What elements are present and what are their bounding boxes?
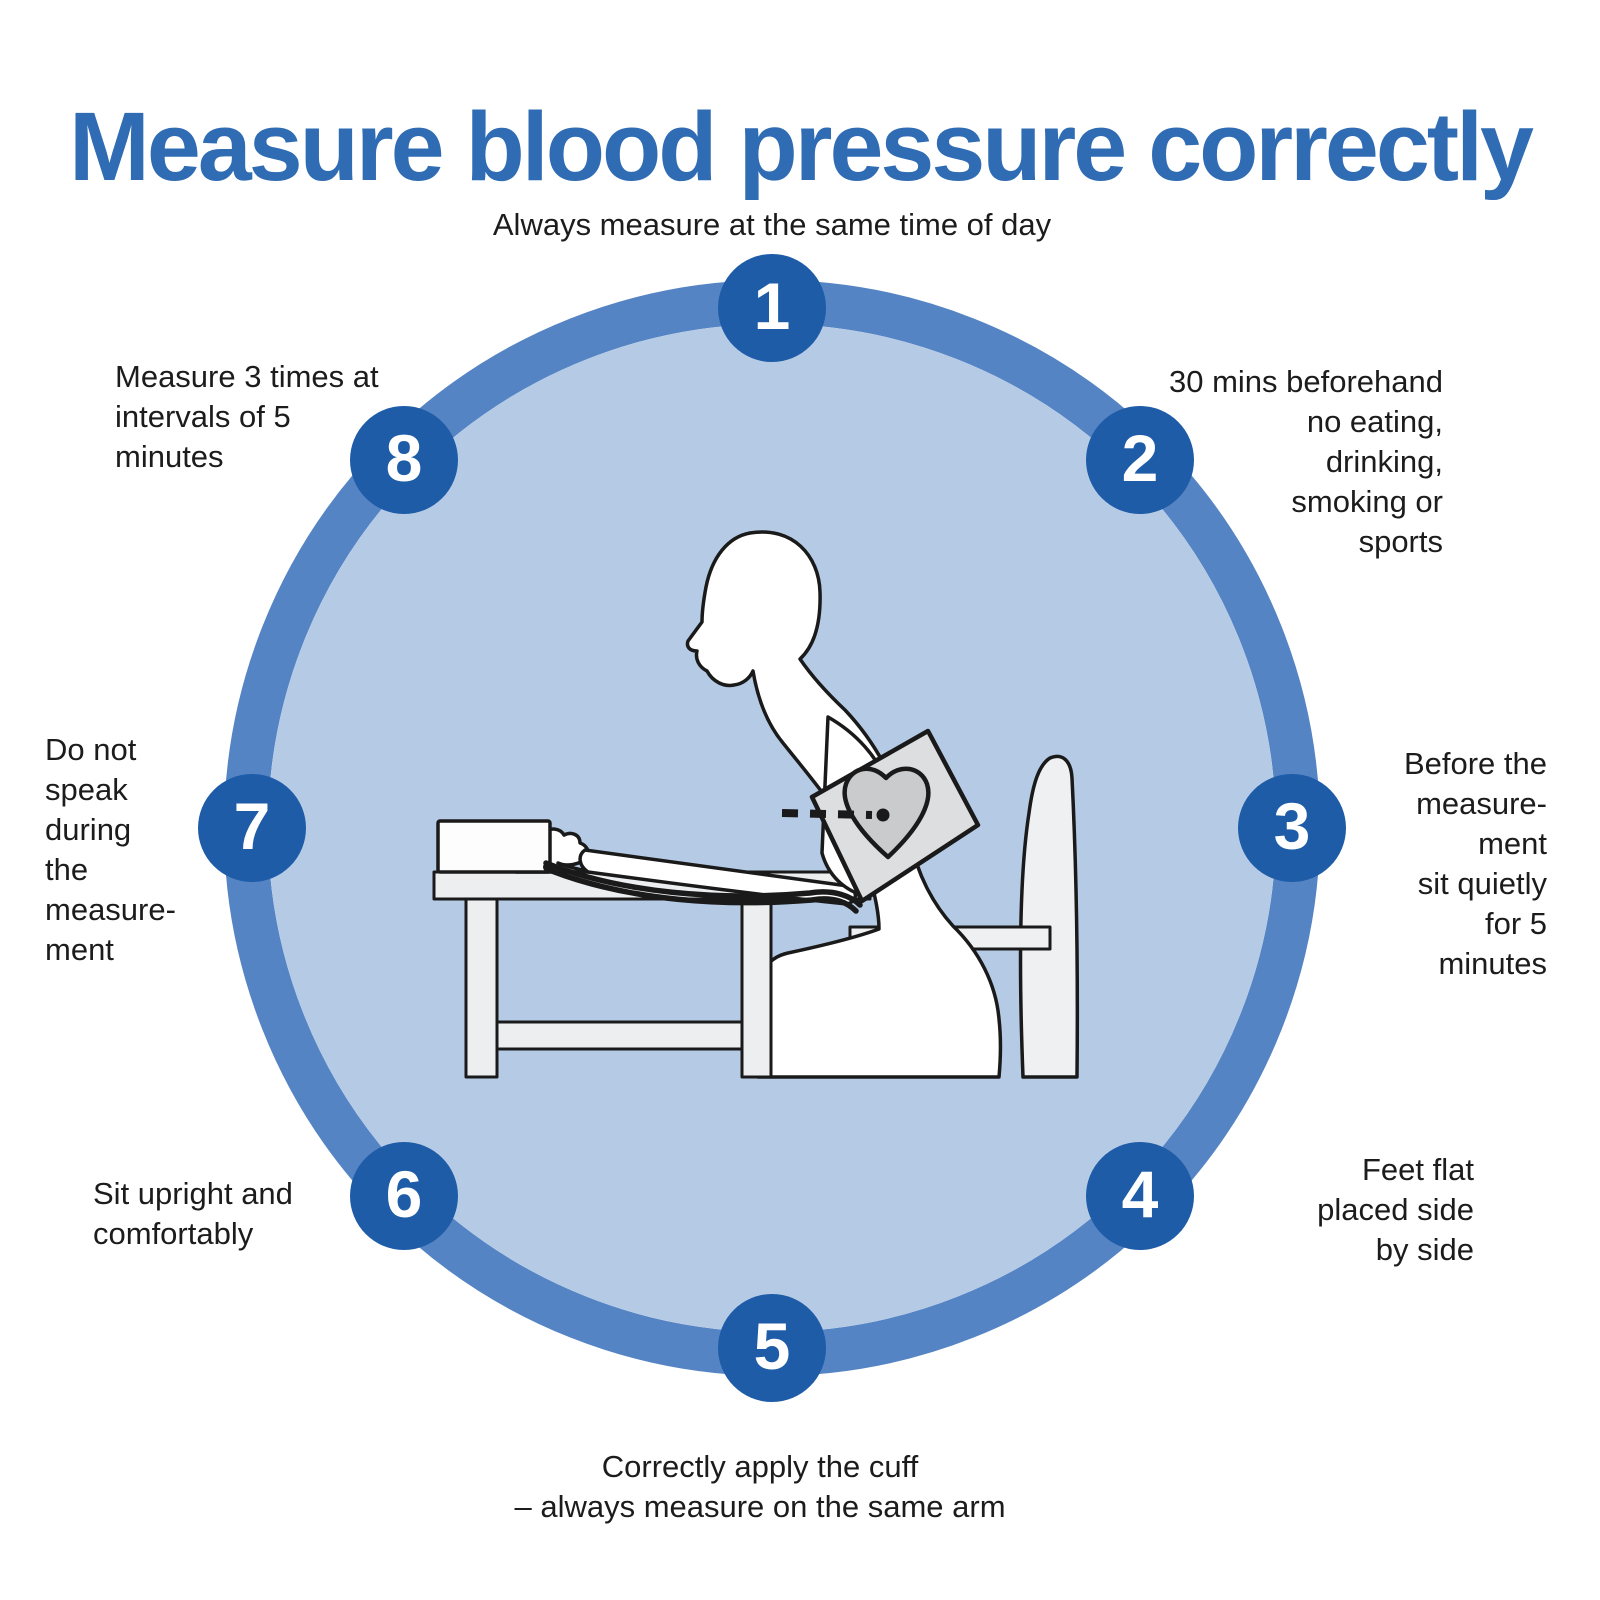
step-4-circle: 4 bbox=[1086, 1142, 1194, 1250]
step-4-label: Feet flat placed side by side bbox=[1317, 1152, 1474, 1267]
step-5-label: Correctly apply the cuff – always measur… bbox=[514, 1449, 1006, 1524]
bp-measurement-illustration bbox=[432, 530, 1080, 1079]
step-8-number: 8 bbox=[385, 421, 423, 495]
step-8-label: Measure 3 times at intervals of 5 minute… bbox=[115, 359, 379, 474]
step-1-circle: 1 bbox=[718, 254, 826, 362]
step-8-circle: 8 bbox=[350, 406, 458, 514]
step-5-circle: 5 bbox=[718, 1294, 826, 1402]
step-6-number: 6 bbox=[385, 1157, 423, 1231]
chair-icon bbox=[1018, 754, 1080, 1079]
step-7-label: Do not speak during the measure- ment bbox=[45, 732, 176, 967]
bp-monitor-icon bbox=[436, 819, 552, 874]
step-4-number: 4 bbox=[1121, 1157, 1159, 1231]
step-7-circle: 7 bbox=[198, 774, 306, 882]
tube-icon bbox=[543, 860, 863, 914]
heart-level-dashes-icon bbox=[781, 808, 890, 822]
step-3-circle: 3 bbox=[1238, 774, 1346, 882]
step-6-circle: 6 bbox=[350, 1142, 458, 1250]
step-1-label: Always measure at the same time of day bbox=[492, 207, 1052, 242]
step-1-number: 1 bbox=[753, 269, 791, 343]
step-3-label: Before the measure- ment sit quietly for… bbox=[1403, 746, 1547, 981]
step-7-number: 7 bbox=[233, 789, 271, 863]
step-2-circle: 2 bbox=[1086, 406, 1194, 514]
step-2-label: 30 mins beforehand no eating, drinking, … bbox=[1168, 364, 1443, 559]
step-5-number: 5 bbox=[753, 1309, 791, 1383]
step-3-number: 3 bbox=[1273, 789, 1311, 863]
page-title: Measure blood pressure correctly bbox=[69, 91, 1534, 201]
step-6-label: Sit upright and comfortably bbox=[93, 1176, 293, 1251]
step-2-number: 2 bbox=[1121, 421, 1159, 495]
